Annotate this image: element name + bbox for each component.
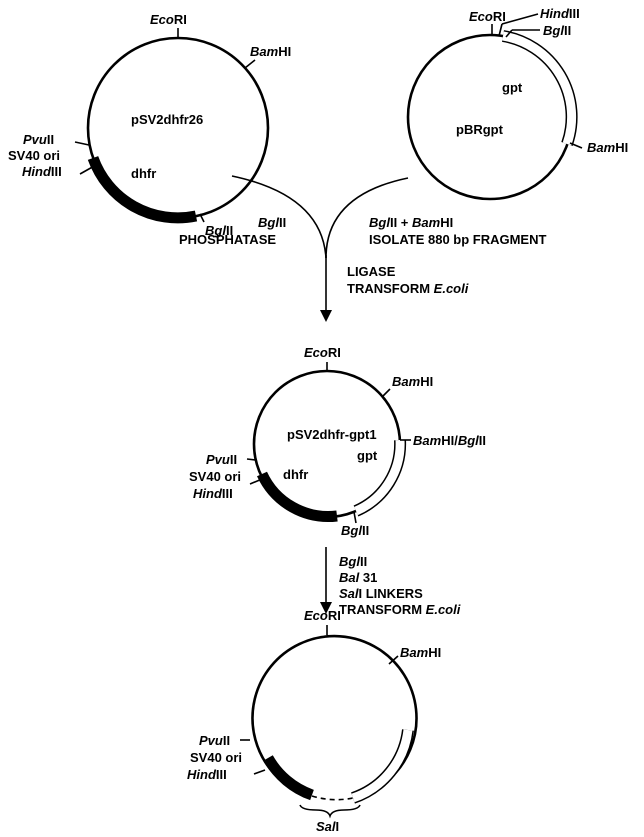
plasmid-pbrgpt: EcoRI HindIII BglII gpt pBRgpt BamHI [406,6,628,201]
step-2-arrow-head [320,602,332,614]
sali-site-brace [299,804,361,819]
pvuii-label: PvuII [199,733,230,748]
step-1-left-treatment: PHOSPHATASE [179,232,276,247]
dhfr-label: dhfr [131,166,156,181]
hindiii-label: HindIII [193,486,233,501]
sv40-ori-label: SV40 ori [189,469,241,484]
bamhi-site-tick [244,59,256,69]
dhfr-gene-block [263,755,315,801]
pvuii-site-tick [246,458,257,461]
hindiii-site-leader [501,13,539,25]
fusion-site-label: BamHI/BglII [413,433,486,448]
step-2-bal31: Bal 31 [339,570,377,585]
plasmid-name: pSV2dhfr-gpt1 [287,427,377,442]
ecori-label: EcoRI [150,12,187,27]
hindiii-site-tick [253,769,266,775]
gpt-label: gpt [357,448,378,463]
bamhi-label: BamHI [587,140,628,155]
sali-label: SalI [316,819,339,834]
hindiii-site-tick [79,164,97,175]
left-converging-arrow [231,175,327,259]
step-1-left-enzyme: BglII [258,215,286,230]
step-2: BglII Bal 31 SalI LINKERS TRANSFORM E.co… [320,547,461,617]
plasmid-psv2dhfr-gpt1: EcoRI BamHI pSV2dhfr-gpt1 BamHI/BglII gp… [189,345,486,538]
sv40-ori-label: SV40 ori [190,750,242,765]
bglii-label: BglII [341,523,369,538]
bamhi-site-tick [569,142,583,149]
step-1-transform: TRANSFORM E.coli [347,281,469,296]
bglii-label: BglII [205,223,233,238]
plasmid-psv2dhfr26: EcoRI BamHI pSV2dhfr26 PvuII SV40 ori Hi… [8,12,291,238]
gpt-label: gpt [502,80,523,95]
step-2-sali-linkers: SalI LINKERS [339,586,423,601]
bamhi-label: BamHI [400,645,441,660]
deleted-region-dashed [311,795,354,801]
plasmid-name: pSV2dhfr26 [131,112,203,127]
hindiii-label: HindIII [187,767,227,782]
pvuii-label: PvuII [23,132,54,147]
step-1-arrow-head [320,310,332,322]
plasmid-final-ring [251,634,418,800]
hindiii-label: HindIII [22,164,62,179]
ecori-label: EcoRI [469,9,506,24]
hindiii-site-tick [498,23,503,37]
dhfr-label: dhfr [283,467,308,482]
ecori-label: EcoRI [304,608,341,623]
hindiii-label: HindIII [540,6,580,21]
sv40-ori-label: SV40 ori [8,148,60,163]
bamhi-label: BamHI [392,374,433,389]
right-converging-arrow [325,177,409,259]
step-1-right-enzymes: BglII + BamHI [369,215,453,230]
step-1-right-treatment: ISOLATE 880 bp FRAGMENT [369,232,546,247]
dhfr-gene-block [87,156,198,224]
bamhi-site-tick [381,388,391,398]
step-2-transform: TRANSFORM E.coli [339,602,461,617]
step-2-enzyme-bglii: BglII [339,554,367,569]
pvuii-site-tick [74,141,90,146]
step-1: BglII PHOSPHATASE BglII + BamHI ISOLATE … [179,175,546,322]
bglii-label: BglII [543,23,571,38]
bamhi-label: BamHI [250,44,291,59]
plasmid-final: EcoRI BamHI PvuII SV40 ori HindIII SalI [187,608,441,834]
step-1-ligase: LIGASE [347,264,396,279]
ecori-label: EcoRI [304,345,341,360]
dhfr-gene-block [257,471,338,522]
bglii-site-tick [199,213,205,223]
hindiii-site-tick [249,478,263,485]
bamhi-site-tick [388,655,399,665]
plasmid-name: pBRgpt [456,122,504,137]
bglii-site-tick [505,29,513,38]
bglii-site-tick [353,511,357,524]
pvuii-label: PvuII [206,452,237,467]
